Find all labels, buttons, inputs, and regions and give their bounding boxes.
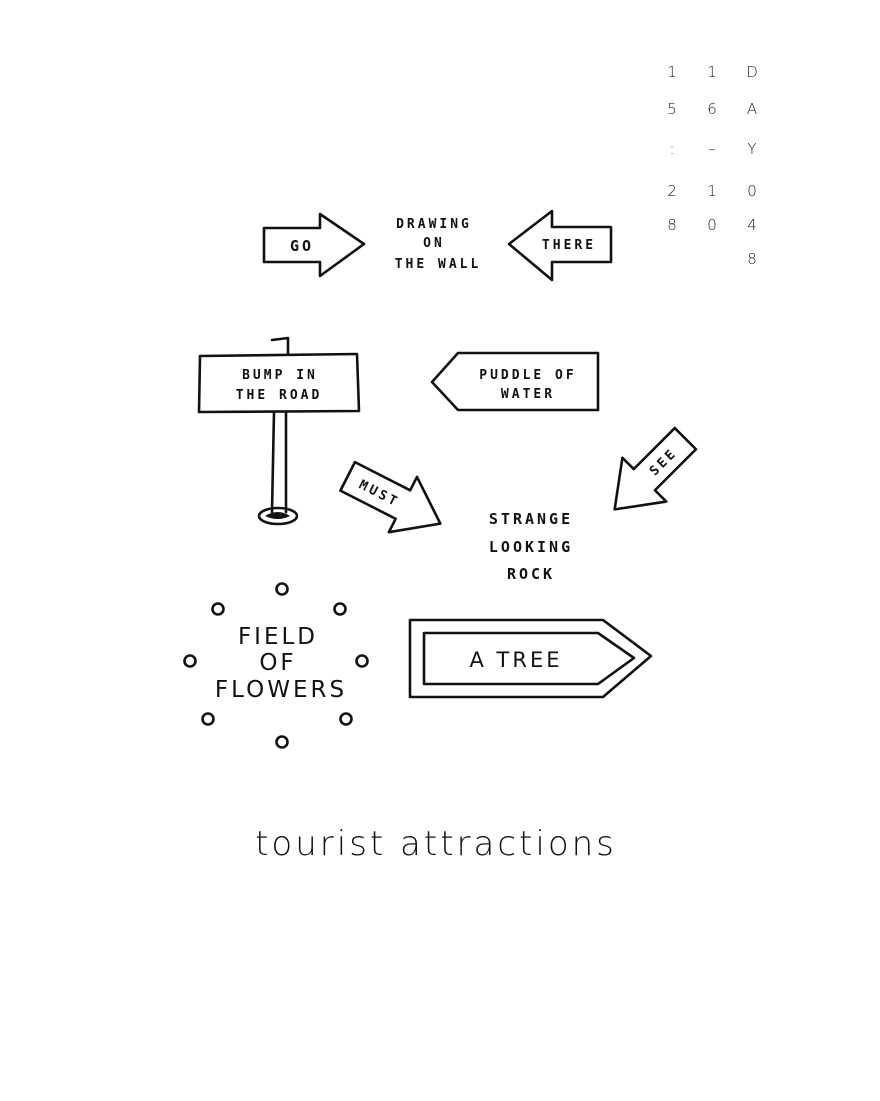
field-line-2: OF — [259, 650, 296, 676]
date-char: – — [708, 140, 716, 158]
drawing-line-1: DRAWING — [396, 217, 472, 232]
date-char: 5 — [667, 100, 677, 118]
bump-line-1: BUMP IN — [242, 368, 318, 383]
date-char: 0 — [707, 216, 717, 234]
drawing-on-the-wall-text: DRAWING ON THE WALL — [395, 217, 482, 272]
date-char: 2 — [667, 182, 677, 200]
flower-icon — [275, 735, 289, 749]
puddle-line-2: WATER — [501, 387, 555, 402]
sign-outer-border — [408, 618, 653, 699]
flower-icon — [355, 654, 369, 668]
flower-icon — [211, 602, 225, 616]
date-grid: 1 5 : 2 8 1 6 – 1 0 D A Y 0 4 8 — [667, 63, 758, 268]
a-tree-sign: A TREE — [408, 618, 653, 699]
flower-icon — [339, 712, 353, 726]
date-char: A — [747, 100, 757, 118]
must-arrow-sign: MUST — [339, 460, 442, 534]
hole-shadow — [265, 512, 290, 519]
field-of-flowers: FIELD OF FLOWERS — [183, 582, 369, 749]
drawing-line-3: THE WALL — [395, 257, 482, 272]
strange-looking-rock-text: STRANGE LOOKING ROCK — [489, 510, 573, 583]
date-char: 6 — [707, 100, 717, 118]
date-char: 1 — [707, 182, 717, 200]
flower-icon — [201, 712, 215, 726]
flower-icon — [183, 654, 197, 668]
post-top — [270, 336, 290, 358]
date-char: 8 — [667, 216, 677, 234]
puddle-of-water-sign: PUDDLE OF WATER — [430, 351, 600, 412]
flower-icon — [333, 602, 347, 616]
date-char: Y — [747, 140, 756, 158]
down-left-arrow-icon — [613, 426, 698, 511]
drawing-line-2: ON — [423, 236, 445, 251]
rock-line-1: STRANGE — [489, 510, 573, 528]
rock-line-3: ROCK — [507, 565, 555, 583]
date-char: 1 — [667, 63, 677, 81]
right-arrow-icon — [262, 212, 366, 278]
down-right-arrow-icon — [339, 460, 442, 534]
signpost-pole — [270, 410, 288, 514]
go-arrow-sign: GO — [262, 212, 366, 278]
bump-line-2: THE ROAD — [236, 388, 323, 403]
caption: tourist attractions — [255, 824, 617, 864]
date-char: : — [669, 140, 674, 158]
date-char: 4 — [747, 216, 757, 234]
tree-label: A TREE — [470, 648, 563, 672]
post-hole — [257, 506, 299, 526]
rock-line-2: LOOKING — [489, 538, 573, 556]
field-line-3: FLOWERS — [215, 677, 347, 703]
there-label: THERE — [542, 238, 596, 253]
field-line-1: FIELD — [238, 624, 318, 650]
date-char: 8 — [747, 250, 757, 268]
date-char: 0 — [747, 182, 757, 200]
bump-in-the-road-sign: BUMP IN THE ROAD — [197, 336, 361, 526]
date-char: 1 — [707, 63, 717, 81]
sign-inner-border — [422, 631, 636, 686]
go-label: GO — [290, 237, 314, 255]
puddle-line-1: PUDDLE OF — [479, 368, 576, 383]
see-arrow-sign: SEE — [613, 426, 698, 511]
there-arrow-sign: THERE — [507, 209, 613, 282]
pointed-left-sign-icon — [430, 351, 600, 412]
signboard — [197, 352, 361, 414]
flower-icon — [275, 582, 289, 596]
date-char: D — [746, 63, 758, 81]
left-arrow-icon — [507, 209, 613, 282]
